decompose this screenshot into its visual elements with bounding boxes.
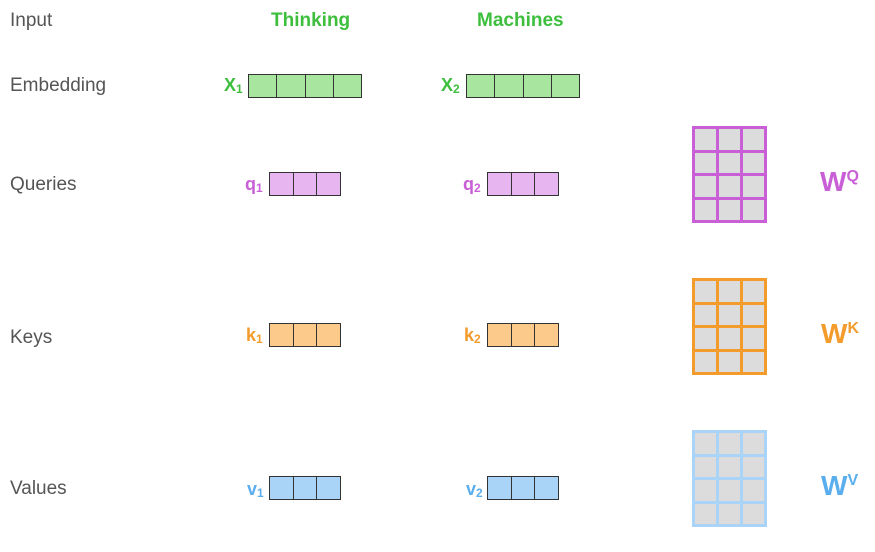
value-vector-2 xyxy=(487,476,559,500)
matrix-cell xyxy=(743,129,764,150)
vector-cell xyxy=(316,324,341,346)
vector-cell xyxy=(292,173,317,195)
key-weight-matrix xyxy=(692,278,767,375)
matrix-cell xyxy=(743,199,764,220)
matrix-cell xyxy=(743,176,764,197)
vector-cell xyxy=(488,173,511,195)
matrix-cell xyxy=(719,351,740,372)
matrix-cell xyxy=(695,456,716,477)
vector-cell xyxy=(522,75,551,97)
matrix-cell xyxy=(743,433,764,454)
value-label-1: v1 xyxy=(247,479,264,500)
matrix-cell xyxy=(743,152,764,173)
vector-cell xyxy=(510,324,535,346)
query-vector-2 xyxy=(487,172,559,196)
matrix-cell xyxy=(743,304,764,325)
matrix-cell xyxy=(695,328,716,349)
matrix-cell xyxy=(695,199,716,220)
vector-cell xyxy=(494,75,523,97)
matrix-cell xyxy=(743,328,764,349)
matrix-cell xyxy=(695,503,716,524)
vector-cell xyxy=(488,477,511,499)
vector-cell xyxy=(534,173,559,195)
row-label-embedding: Embedding xyxy=(10,75,107,96)
vector-cell xyxy=(270,173,293,195)
matrix-cell xyxy=(743,351,764,372)
vector-cell xyxy=(534,477,559,499)
vector-cell xyxy=(534,324,559,346)
matrix-cell xyxy=(719,152,740,173)
query-vector-1 xyxy=(269,172,341,196)
value-weight-matrix xyxy=(692,430,767,527)
row-label-input: Input xyxy=(10,10,53,31)
matrix-cell xyxy=(743,503,764,524)
vector-cell xyxy=(270,477,293,499)
value-label-2: v2 xyxy=(466,479,483,500)
query-weight-matrix xyxy=(692,126,767,223)
input-word-2: Machines xyxy=(477,10,564,31)
key-label-1: k1 xyxy=(246,325,263,346)
matrix-cell xyxy=(743,456,764,477)
matrix-cell xyxy=(719,433,740,454)
vector-cell xyxy=(550,75,579,97)
vector-cell xyxy=(304,75,333,97)
key-weight-label: WK xyxy=(821,318,859,349)
matrix-cell xyxy=(719,281,740,302)
query-label-1: q1 xyxy=(245,174,263,195)
value-vector-1 xyxy=(269,476,341,500)
matrix-cell xyxy=(719,503,740,524)
matrix-cell xyxy=(719,480,740,501)
query-weight-label: WQ xyxy=(820,166,859,197)
vector-cell xyxy=(510,173,535,195)
row-label-values: Values xyxy=(10,478,67,499)
matrix-cell xyxy=(719,456,740,477)
key-label-2: k2 xyxy=(464,325,481,346)
value-weight-label: WV xyxy=(821,470,859,501)
matrix-cell xyxy=(695,351,716,372)
matrix-cell xyxy=(695,176,716,197)
matrix-cell xyxy=(695,433,716,454)
matrix-cell xyxy=(719,176,740,197)
embedding-label-2: X2 xyxy=(441,75,460,96)
embedding-vector-1 xyxy=(248,74,362,98)
input-word-1: Thinking xyxy=(271,10,351,31)
matrix-cell xyxy=(719,328,740,349)
matrix-cell xyxy=(719,199,740,220)
matrix-cell xyxy=(743,281,764,302)
vector-cell xyxy=(249,75,277,97)
vector-cell xyxy=(467,75,495,97)
embedding-vector-2 xyxy=(466,74,580,98)
matrix-cell xyxy=(695,129,716,150)
matrix-cell xyxy=(743,480,764,501)
vector-cell xyxy=(292,477,317,499)
matrix-cell xyxy=(695,304,716,325)
key-vector-2 xyxy=(487,323,559,347)
key-vector-1 xyxy=(269,323,341,347)
row-label-keys: Keys xyxy=(10,327,53,348)
matrix-cell xyxy=(719,304,740,325)
vector-cell xyxy=(488,324,511,346)
vector-cell xyxy=(510,477,535,499)
vector-cell xyxy=(276,75,305,97)
vector-cell xyxy=(270,324,293,346)
vector-cell xyxy=(292,324,317,346)
vector-cell xyxy=(316,477,341,499)
matrix-cell xyxy=(695,281,716,302)
row-label-queries: Queries xyxy=(10,174,77,195)
vector-cell xyxy=(332,75,361,97)
vector-cell xyxy=(316,173,341,195)
embedding-label-1: X1 xyxy=(224,75,243,96)
matrix-cell xyxy=(695,480,716,501)
query-label-2: q2 xyxy=(463,174,481,195)
matrix-cell xyxy=(695,152,716,173)
matrix-cell xyxy=(719,129,740,150)
